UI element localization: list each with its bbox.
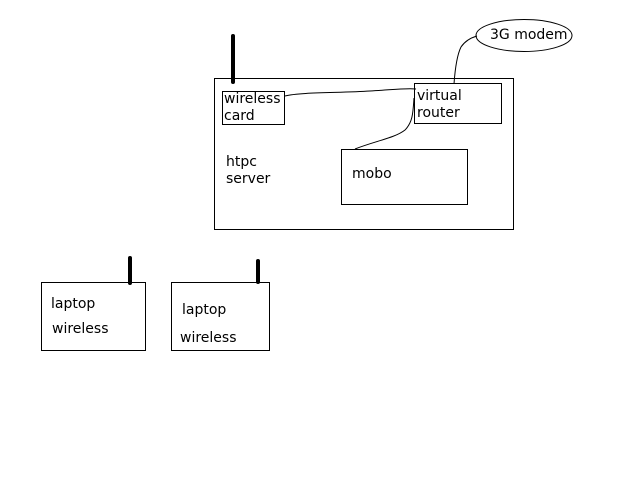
wireless-card-label-line2: card	[224, 108, 255, 124]
link-router-to-mobo	[354, 97, 415, 150]
link-router-to-modem	[453, 35, 478, 85]
laptop-2-box	[171, 282, 270, 351]
laptop-2-label-line1: laptop	[182, 302, 227, 318]
mobo-box	[341, 149, 468, 205]
wireless-card-box	[222, 91, 285, 125]
virtual-router-label-line2: router	[417, 105, 460, 121]
laptop-2-label-line2: wireless	[180, 330, 237, 346]
mobo-label: mobo	[352, 166, 392, 182]
laptop-1-label-line1: laptop	[51, 296, 96, 312]
modem-ellipse	[475, 19, 573, 52]
htpc-server-box	[214, 78, 514, 230]
htpc-label-line1: htpc	[226, 154, 257, 170]
laptop-1-box	[41, 282, 146, 351]
virtual-router-box	[414, 83, 502, 124]
wireless-card-label-line1: wireless	[224, 91, 281, 107]
virtual-router-label-line1: virtual	[417, 88, 462, 104]
link-card-to-router	[284, 88, 417, 97]
htpc-label-line2: server	[226, 171, 271, 187]
laptop-1-label-line2: wireless	[52, 321, 109, 337]
modem-label: 3G modem	[490, 27, 568, 43]
